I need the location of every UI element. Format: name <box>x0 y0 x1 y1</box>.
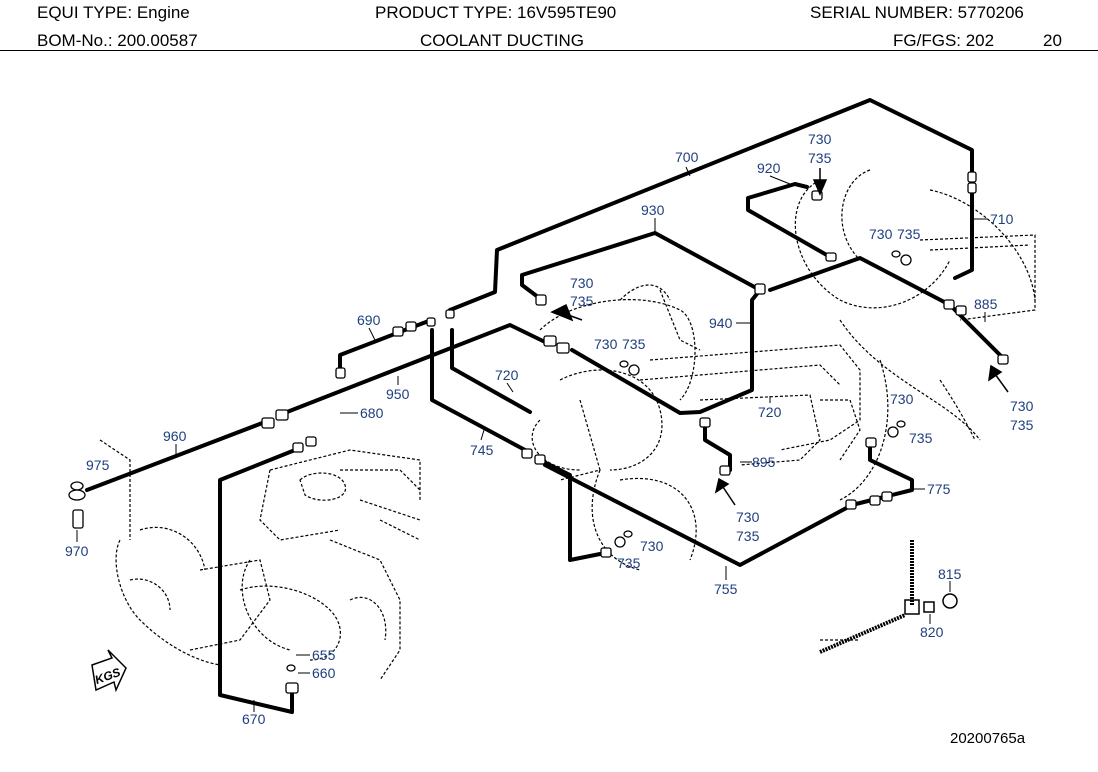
callout-735: 735 <box>909 430 933 446</box>
callout-815: 815 <box>938 566 962 582</box>
callout-975: 975 <box>86 457 110 473</box>
equi-type: EQUI TYPE: Engine <box>37 3 190 22</box>
callout-680: 680 <box>360 405 384 421</box>
callout-895: 895 <box>752 454 776 470</box>
callout-730: 730 <box>1010 398 1034 414</box>
callout-775: 775 <box>927 481 951 497</box>
callout-735: 735 <box>897 226 921 242</box>
fg-sub-number: 20 <box>1043 31 1062 50</box>
pipe-fittings <box>72 171 1009 694</box>
leader-lines <box>76 166 988 712</box>
callout-820: 820 <box>920 624 944 640</box>
callout-660: 660 <box>312 665 336 681</box>
fg-fgs: FG/FGS: 202 <box>893 31 995 50</box>
callout-730: 730 <box>570 275 594 291</box>
callout-885: 885 <box>974 296 998 312</box>
callout-700: 700 <box>675 149 699 165</box>
callout-735: 735 <box>736 528 760 544</box>
bom-number: BOM-No.: 200.00587 <box>37 31 198 50</box>
callout-710: 710 <box>990 211 1014 227</box>
callout-730: 730 <box>869 226 893 242</box>
callout-730: 730 <box>594 336 618 352</box>
callout-655: 655 <box>312 647 336 663</box>
callout-755: 755 <box>714 581 738 597</box>
callout-735: 735 <box>808 150 832 166</box>
engine-contours <box>99 169 1036 681</box>
callout-670: 670 <box>242 711 266 727</box>
callout-970: 970 <box>65 543 89 559</box>
callout-730: 730 <box>736 509 760 525</box>
callout-735: 735 <box>617 555 641 571</box>
serial-number: SERIAL NUMBER: 5770206 <box>810 3 1024 22</box>
callout-920: 920 <box>757 160 781 176</box>
callout-690: 690 <box>357 312 381 328</box>
callout-730: 730 <box>808 131 832 147</box>
callout-730: 730 <box>640 538 664 554</box>
callout-720: 720 <box>495 367 519 383</box>
arrow-markers <box>550 168 1009 506</box>
seal-rings <box>68 250 912 672</box>
product-type: PRODUCT TYPE: 16V595TE90 <box>375 3 617 22</box>
callout-950: 950 <box>386 386 410 402</box>
drawing-id: 20200765a <box>950 730 1026 747</box>
callout-720: 720 <box>758 404 782 420</box>
callout-930: 930 <box>641 202 665 218</box>
kgs-direction-arrow: KGS <box>91 649 127 693</box>
callout-730: 730 <box>890 391 914 407</box>
header-rule <box>0 50 1098 51</box>
coolant-pipes <box>85 98 1007 714</box>
callout-940: 940 <box>709 315 733 331</box>
callout-735: 735 <box>1010 417 1034 433</box>
callout-745: 745 <box>470 442 494 458</box>
drain-fitting-815 <box>819 540 958 654</box>
callout-960: 960 <box>163 428 187 444</box>
callout-735: 735 <box>570 293 594 309</box>
callout-labels: 700 920 730 735 710 930 730 735 730 735 … <box>65 131 1034 727</box>
callout-735: 735 <box>622 336 646 352</box>
drawing-title: COOLANT DUCTING <box>420 31 585 50</box>
